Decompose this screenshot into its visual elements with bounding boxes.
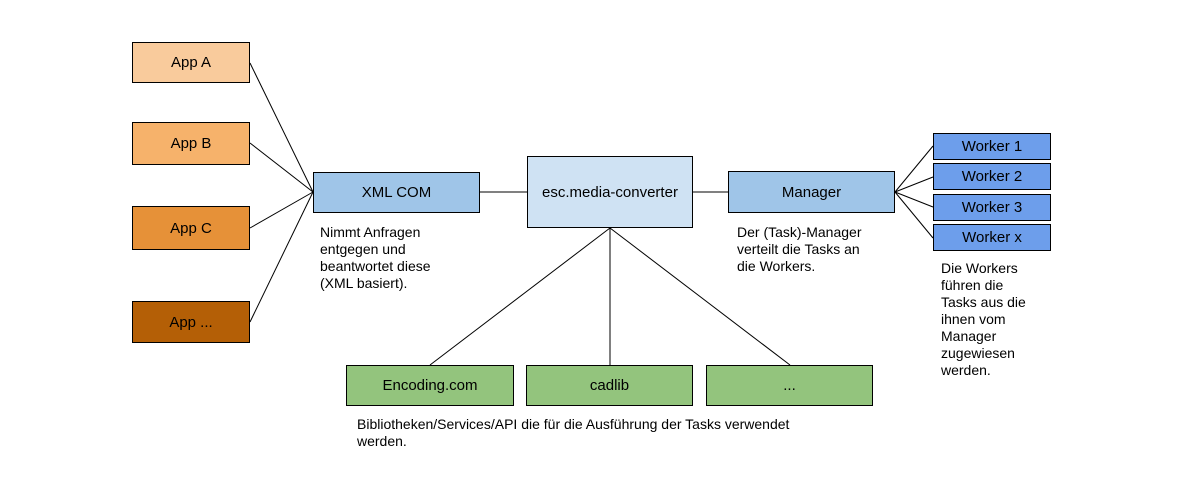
annotation-manager: Der (Task)-Manager verteilt die Tasks an… [737, 224, 862, 274]
node-encoding-com-label: Encoding.com [382, 377, 478, 394]
node-app-dots-label: App ... [169, 313, 213, 331]
connector-app-dots-xmlcom [249, 191, 314, 323]
node-app-a: App A [132, 42, 250, 83]
node-manager-label: Manager [781, 183, 842, 201]
connector-app-b-xmlcom [249, 142, 314, 193]
node-app-b: App B [132, 122, 250, 165]
connector-manager-worker2 [894, 176, 934, 193]
node-app-c: App C [132, 206, 250, 250]
connector-app-c-xmlcom [249, 191, 314, 229]
annotation-libraries: Bibliotheken/Services/API die für die Au… [357, 416, 790, 449]
node-esc-media-converter-label: esc.media-converter [542, 183, 678, 201]
node-worker-1: Worker 1 [933, 133, 1051, 160]
node-worker-3: Worker 3 [933, 194, 1051, 221]
connector-manager-worker3 [894, 191, 934, 208]
connector-core-encoding [429, 227, 611, 366]
connector-manager-workerx [894, 191, 934, 239]
node-cadlib: cadlib [526, 365, 693, 406]
node-encoding-com: Encoding.com [346, 365, 514, 406]
node-app-dots: App ... [132, 301, 250, 343]
node-app-c-label: App C [170, 219, 212, 237]
node-xml-com: XML COM [313, 172, 480, 213]
annotation-workers: Die Workers führen die Tasks aus die ihn… [941, 260, 1026, 378]
node-lib-dots-label: ... [783, 377, 796, 394]
node-cadlib-label: cadlib [589, 377, 630, 394]
node-xml-com-label: XML COM [361, 184, 432, 201]
node-esc-media-converter: esc.media-converter [527, 156, 693, 228]
node-worker-x-label: Worker x [962, 229, 1022, 246]
connector-app-a-xmlcom [249, 62, 314, 193]
node-worker-3-label: Worker 3 [961, 199, 1023, 216]
annotation-xml-com: Nimmt Anfragen entgegen und beantwortet … [320, 224, 431, 291]
connector-manager-worker1 [894, 145, 934, 193]
node-manager: Manager [728, 171, 895, 213]
node-worker-2: Worker 2 [933, 163, 1051, 190]
connector-core-libdots [609, 227, 791, 366]
node-worker-x: Worker x [933, 224, 1051, 251]
node-worker-1-label: Worker 1 [961, 138, 1023, 155]
node-app-b-label: App B [170, 135, 212, 152]
node-app-a-label: App A [170, 54, 212, 71]
node-lib-dots: ... [706, 365, 873, 406]
node-worker-2-label: Worker 2 [961, 168, 1023, 185]
